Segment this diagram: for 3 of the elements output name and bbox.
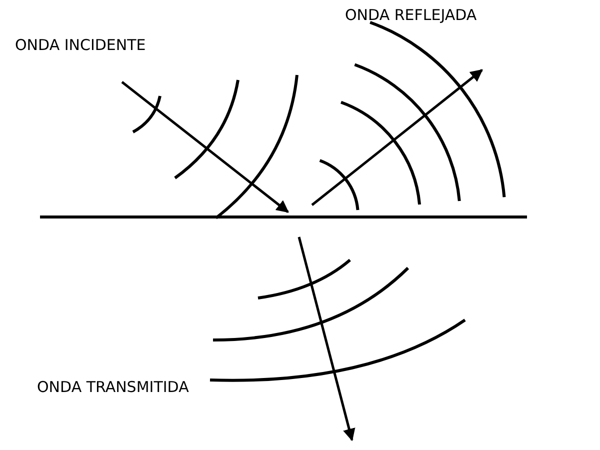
wave-label: ONDA REFLEJADA bbox=[345, 8, 477, 23]
wave-label: ONDA TRANSMITIDA bbox=[37, 380, 189, 395]
wave-label: ONDA INCIDENTE bbox=[15, 38, 146, 53]
